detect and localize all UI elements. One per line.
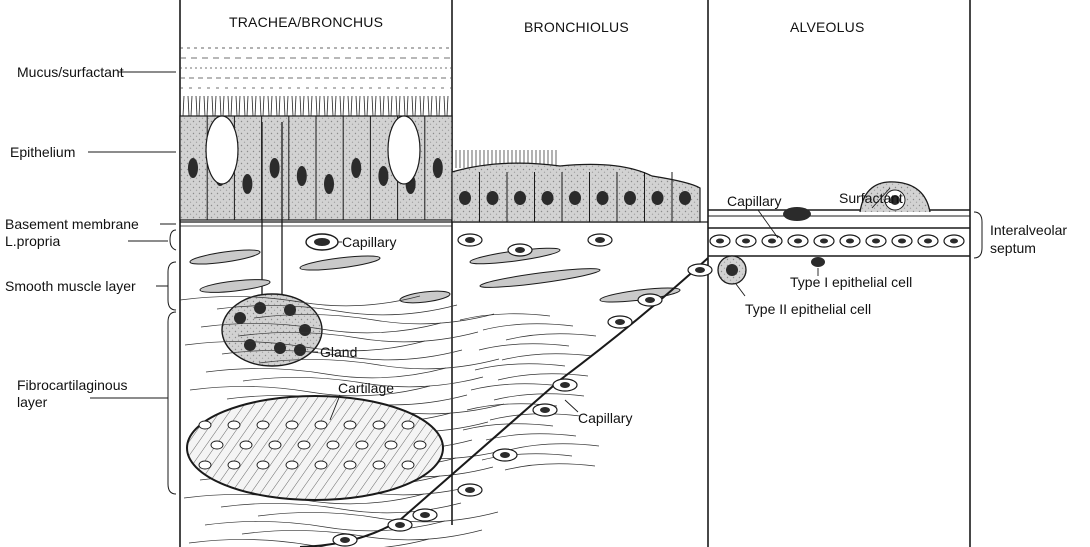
nucleus — [652, 191, 664, 205]
nucleus — [433, 158, 443, 178]
nucleus — [624, 191, 636, 205]
nucleus — [242, 174, 252, 194]
trachea-epithelium — [180, 116, 452, 220]
label-gland: Gland — [320, 344, 357, 360]
nucleus — [188, 158, 198, 178]
nucleus — [254, 302, 266, 314]
muscle-fiber — [189, 247, 260, 267]
column-heading-bronchiolus: BRONCHIOLUS — [524, 19, 629, 35]
muscle-fiber — [199, 277, 270, 295]
nucleus — [378, 166, 388, 186]
chondrocyte — [315, 461, 327, 469]
goblet-cell — [206, 116, 238, 184]
nucleus — [459, 191, 471, 205]
muscle-fiber — [399, 289, 450, 305]
label-fibro-1: Fibrocartilaginous — [17, 377, 128, 393]
muscle-fiber — [479, 265, 600, 291]
bronchiolus-epithelium — [452, 163, 700, 222]
nucleus — [514, 191, 526, 205]
label-fibro-2: layer — [17, 394, 47, 410]
chondrocyte — [356, 441, 368, 449]
column-heading-trachea: TRACHEA/BRONCHUS — [229, 14, 383, 30]
chondrocyte — [269, 441, 281, 449]
nucleus — [487, 191, 499, 205]
right-bracket — [974, 212, 982, 258]
label-surfactant: Surfactant — [839, 190, 903, 206]
chondrocyte — [385, 441, 397, 449]
label-septum-1: Interalveolar — [990, 222, 1067, 238]
trachea-capillary — [306, 234, 338, 250]
chondrocyte — [286, 421, 298, 429]
label-type1-cell: Type I epithelial cell — [790, 274, 912, 290]
nucleus — [270, 158, 280, 178]
cartilage — [187, 396, 443, 500]
nucleus — [297, 166, 307, 186]
chondrocyte — [373, 421, 385, 429]
label-capillary-alveolus: Capillary — [727, 193, 781, 209]
nucleus — [234, 312, 246, 324]
label-cartilage: Cartilage — [338, 380, 394, 396]
chondrocyte — [286, 461, 298, 469]
label-type2-cell: Type II epithelial cell — [745, 301, 871, 317]
chondrocyte — [414, 441, 426, 449]
mucus-layer — [180, 48, 452, 88]
chondrocyte — [344, 461, 356, 469]
label-mucus: Mucus/surfactant — [17, 64, 124, 80]
label-smooth-muscle: Smooth muscle layer — [5, 278, 136, 294]
muscle-fiber — [299, 253, 380, 273]
chondrocyte — [373, 461, 385, 469]
label-epithelium: Epithelium — [10, 144, 75, 160]
chondrocyte — [402, 461, 414, 469]
nucleus — [542, 191, 554, 205]
nucleus — [244, 339, 256, 351]
label-basement-membrane: Basement membrane — [5, 216, 139, 232]
nucleus — [679, 191, 691, 205]
chondrocyte — [228, 461, 240, 469]
nucleus — [597, 191, 609, 205]
chondrocyte — [228, 421, 240, 429]
chondrocyte — [315, 421, 327, 429]
chondrocyte — [402, 421, 414, 429]
chondrocyte — [199, 421, 211, 429]
chondrocyte — [327, 441, 339, 449]
goblet-cell — [388, 116, 420, 184]
nucleus — [324, 174, 334, 194]
label-capillary-trachea: Capillary — [342, 234, 396, 250]
label-septum-2: septum — [990, 240, 1036, 256]
chondrocyte — [257, 461, 269, 469]
chondrocyte — [199, 461, 211, 469]
nucleus — [351, 158, 361, 178]
label-capillary-bronchiolus: Capillary — [578, 410, 632, 426]
chondrocyte — [211, 441, 223, 449]
column-heading-alveolus: ALVEOLUS — [790, 19, 865, 35]
label-lamina-propria: L.propria — [5, 233, 60, 249]
chondrocyte — [298, 441, 310, 449]
chondrocyte — [344, 421, 356, 429]
chondrocyte — [257, 421, 269, 429]
chondrocyte — [240, 441, 252, 449]
nucleus — [569, 191, 581, 205]
